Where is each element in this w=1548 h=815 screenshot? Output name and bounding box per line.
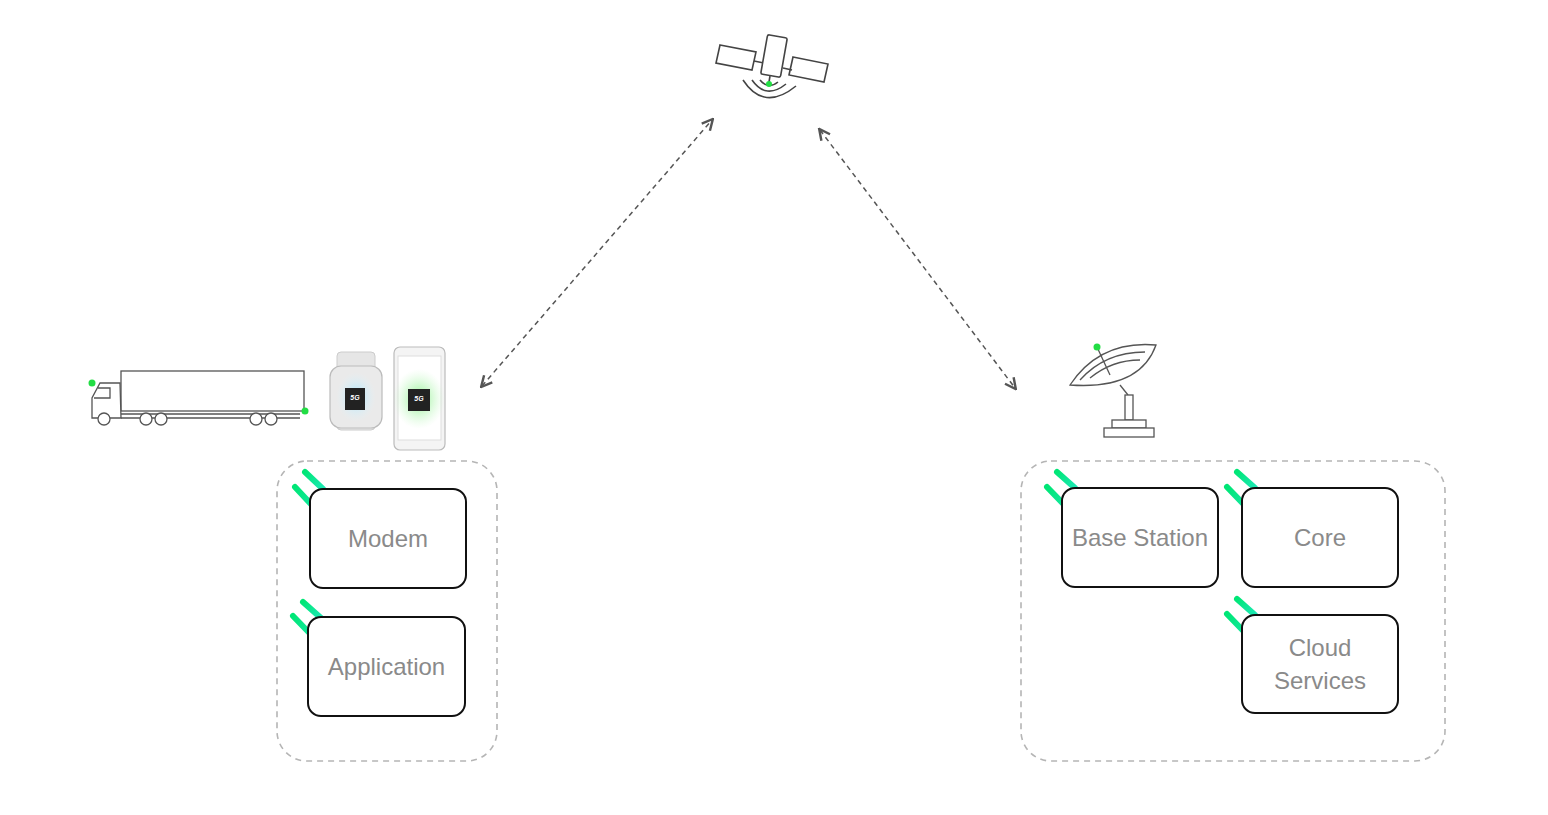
- radio-link: [820, 130, 1015, 388]
- box-label: Application: [322, 650, 451, 683]
- phone-icon: [393, 347, 445, 450]
- satellite-icon: [716, 35, 828, 98]
- satellite-dish-icon: [1070, 345, 1156, 438]
- group-outline: [277, 461, 497, 761]
- watch-icon: [330, 352, 382, 430]
- box-label: Modem: [342, 522, 434, 555]
- chip-label: 5G: [408, 395, 430, 402]
- component-box: Modem: [309, 488, 467, 589]
- component-box: Cloud Services: [1241, 614, 1399, 714]
- truck-icon: [92, 371, 304, 425]
- box-label: Cloud Services: [1243, 631, 1397, 697]
- component-box: Base Station: [1061, 487, 1219, 588]
- radio-link: [482, 120, 712, 386]
- box-label: Base Station: [1066, 521, 1214, 554]
- group-outline: [1021, 461, 1445, 761]
- component-box: Application: [307, 616, 466, 717]
- chip-label: 5G: [345, 394, 365, 401]
- component-box: Core: [1241, 487, 1399, 588]
- box-label: Core: [1288, 521, 1352, 554]
